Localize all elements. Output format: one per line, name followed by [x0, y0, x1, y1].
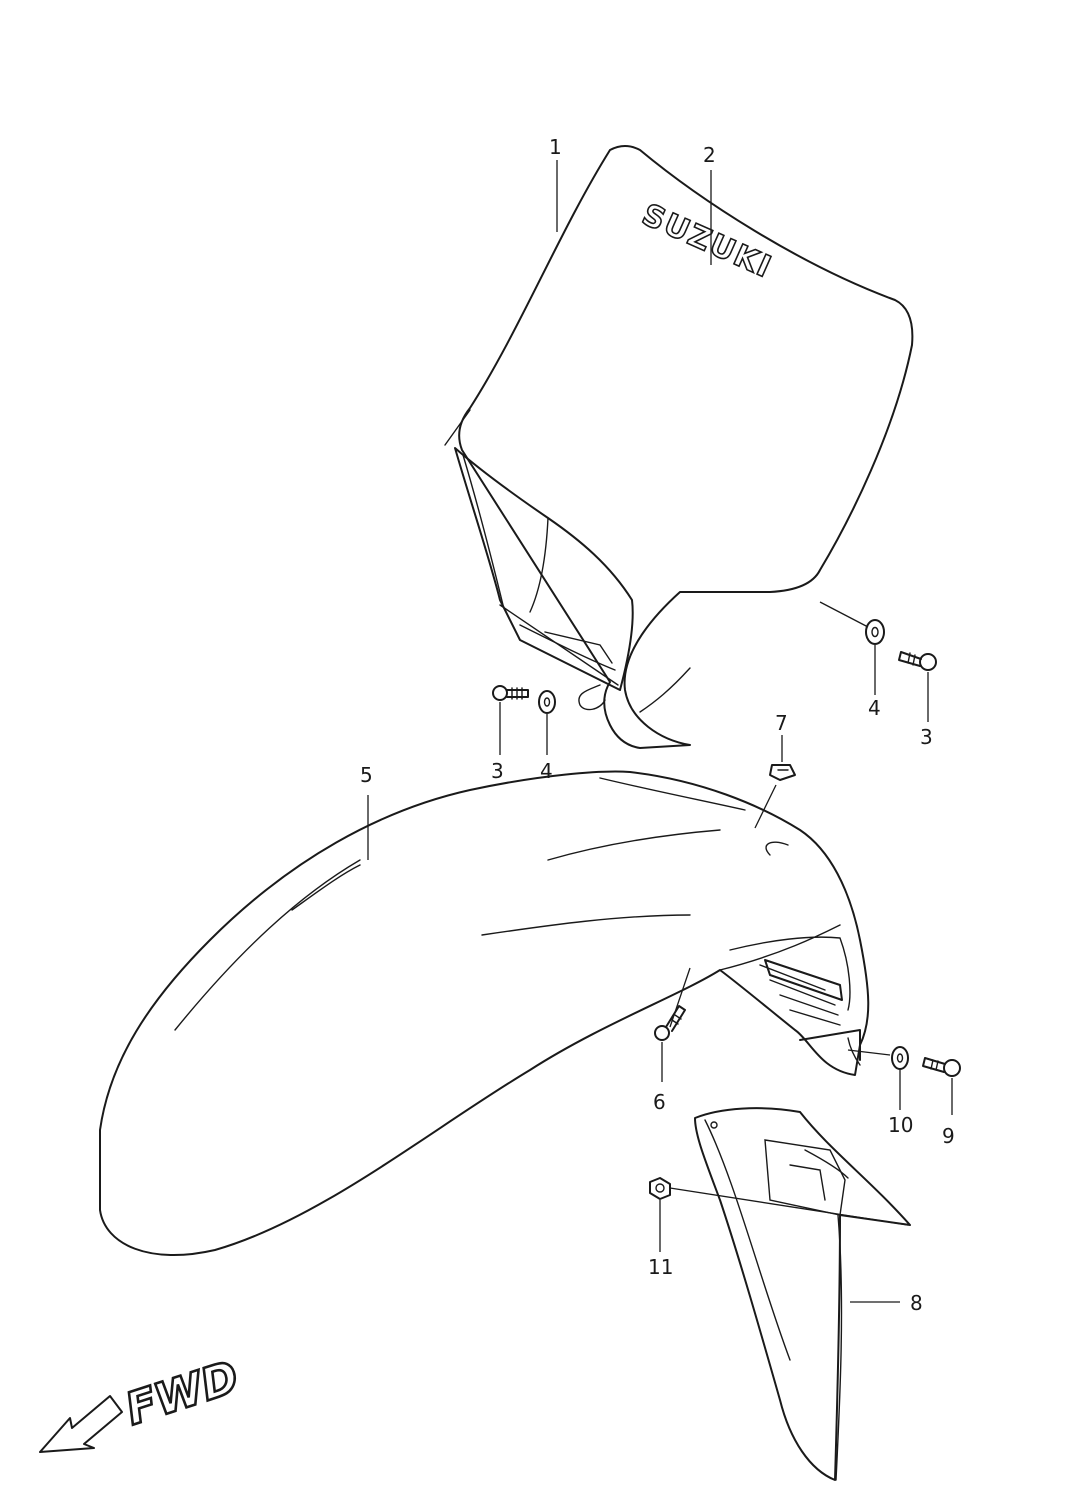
callout-4-right: 4 [868, 696, 881, 720]
fwd-label: FWD [120, 1351, 245, 1435]
fwd-indicator: FWD [39, 1350, 246, 1453]
callout-6: 6 [653, 1090, 666, 1114]
callout-10: 10 [888, 1113, 913, 1137]
mud-guard [694, 1107, 911, 1481]
callout-9: 9 [942, 1124, 955, 1148]
callout-11: 11 [648, 1255, 673, 1279]
bolt-3-left [492, 685, 529, 701]
nut-11 [649, 1177, 671, 1200]
fwd-arrow-icon [39, 1395, 123, 1453]
washer-4-left [538, 690, 556, 714]
emblem-text: SUZUKI [637, 197, 778, 285]
bolt-6 [654, 1005, 686, 1041]
suzuki-emblem: SUZUKI [636, 197, 778, 287]
callout-5: 5 [360, 763, 373, 787]
clip-7 [769, 764, 796, 781]
callout-3-right: 3 [920, 725, 933, 749]
number-plate-cover [444, 145, 914, 749]
callout-4-left: 4 [540, 759, 553, 783]
callout-1: 1 [549, 135, 562, 159]
leader-lines [367, 160, 953, 1303]
callout-8: 8 [910, 1291, 923, 1315]
washer-4-right [865, 619, 885, 645]
washer-10 [891, 1046, 909, 1070]
callout-3-left: 3 [491, 759, 504, 783]
callout-7: 7 [775, 711, 788, 735]
callouts: 1 2 3 4 4 3 5 7 6 10 9 11 8 [360, 135, 955, 1315]
front-fender [99, 770, 870, 1257]
bolt-9 [922, 1057, 961, 1077]
callout-2: 2 [703, 143, 716, 167]
bolt-3-right [898, 651, 937, 671]
